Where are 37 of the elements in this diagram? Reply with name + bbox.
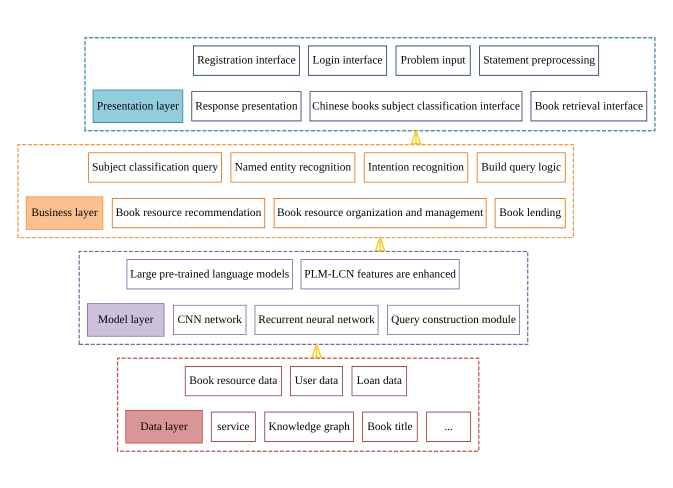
node-box: Book lending (494, 198, 566, 228)
node-box: Named entity recognition (230, 152, 356, 182)
node-box: Book resource data (184, 366, 282, 396)
node-box: Presentation layer (92, 89, 184, 122)
node-box: Build query logic (476, 152, 566, 182)
node-box: Chinese books subject classification interface (310, 90, 522, 121)
node-box: Problem input (396, 45, 471, 76)
cluster (17, 144, 574, 238)
node-box: Model layer (86, 302, 164, 336)
node-box: Knowledge graph (264, 411, 354, 442)
arrow (311, 342, 322, 358)
node-box: User data (290, 366, 344, 396)
node-box: PLM-LCN features are enhanced (300, 258, 460, 289)
node-box: Business layer (26, 196, 104, 230)
node-box: Registration interface (192, 45, 300, 76)
cluster (78, 250, 528, 344)
node-box: CNN network (173, 304, 246, 335)
node-box: ... (426, 411, 472, 442)
arrow (410, 128, 422, 144)
node-box: Large pre-trained language models (126, 258, 293, 289)
node-box: service (210, 411, 256, 442)
node-box: Book retrieval interface (530, 90, 648, 121)
node-box: Query construction module (387, 304, 520, 335)
node-box: Book resource recommendation (112, 198, 266, 228)
node-box: Book resource organization and management (274, 198, 487, 228)
cluster (116, 357, 480, 452)
node-box: Loan data (352, 366, 408, 396)
node-box: Book title (362, 411, 418, 442)
cluster (84, 36, 656, 131)
node-box: Login interface (308, 45, 388, 76)
node-box: Intention recognition (364, 152, 468, 182)
node-box: Response presentation (191, 90, 302, 121)
node-box: Recurrent neural network (254, 304, 378, 335)
node-box: Statement preprocessing (479, 45, 600, 76)
node-box: Subject classification query (88, 152, 222, 182)
node-box: Data layer (125, 410, 203, 443)
arrow (374, 235, 386, 251)
